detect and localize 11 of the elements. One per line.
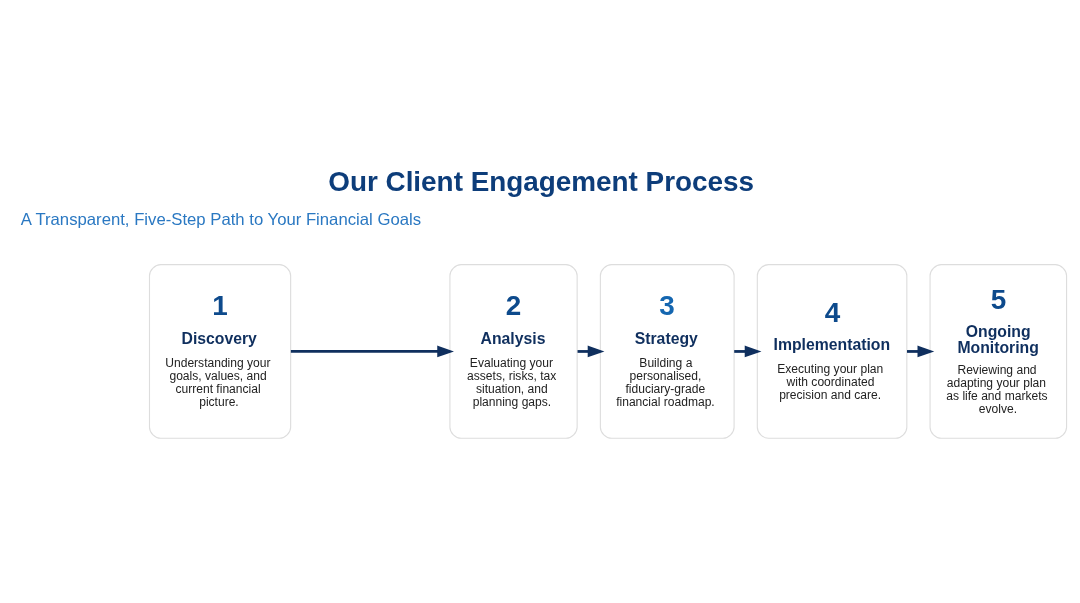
node-box: 1 Discovery Understanding your goals, values, and current financial picture. bbox=[148, 263, 292, 439]
diagram-title: Our Client Engagement Process bbox=[328, 165, 755, 197]
arrow bbox=[734, 345, 762, 357]
node-box: 4 Implementation Executing your plan with coordinated precision and care. bbox=[756, 263, 908, 439]
label: A Transparent, Five-Step Path to Your Financial Goals bbox=[20, 209, 422, 229]
node-box: 5 Ongoing Monitoring Reviewing and adapting your plan as life and markets evolve. bbox=[929, 263, 1068, 439]
arrow bbox=[577, 345, 605, 357]
arrow bbox=[907, 345, 935, 357]
node-box: 3 Strategy Building a personalised, fiduciary-grade financial roadmap. bbox=[599, 263, 735, 439]
node-box: 2 Analysis Evaluating your assets, risks, tax situation, and planning gaps. bbox=[449, 263, 578, 439]
arrow bbox=[290, 345, 454, 357]
